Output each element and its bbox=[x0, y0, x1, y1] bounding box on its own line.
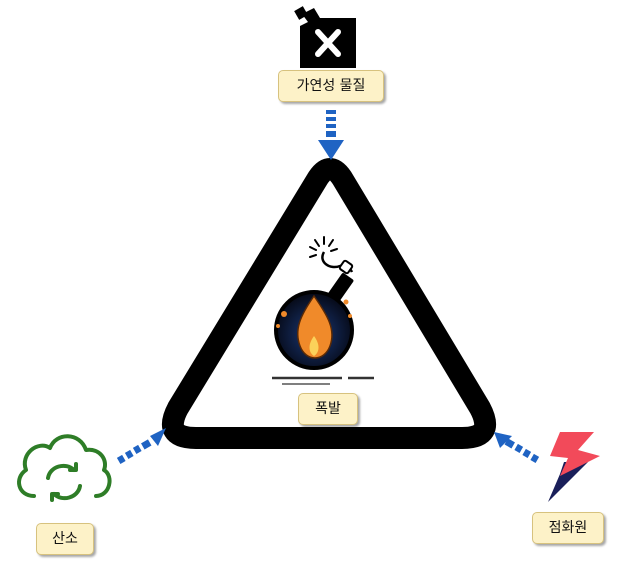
fuel-label: 가연성 물질 bbox=[278, 70, 384, 102]
fuel-can-icon bbox=[294, 6, 356, 68]
ignition-arrow bbox=[494, 432, 540, 463]
ignition-label: 점화원 bbox=[532, 512, 604, 544]
lightning-icon bbox=[548, 432, 600, 502]
explosion-label: 폭발 bbox=[298, 393, 358, 425]
bomb-icon bbox=[272, 236, 374, 385]
oxygen-label: 산소 bbox=[36, 523, 94, 555]
cloud-refresh-icon bbox=[17, 434, 112, 502]
fuel-arrow bbox=[318, 110, 344, 160]
fire-triangle bbox=[162, 158, 496, 449]
oxygen-arrow bbox=[116, 428, 166, 464]
